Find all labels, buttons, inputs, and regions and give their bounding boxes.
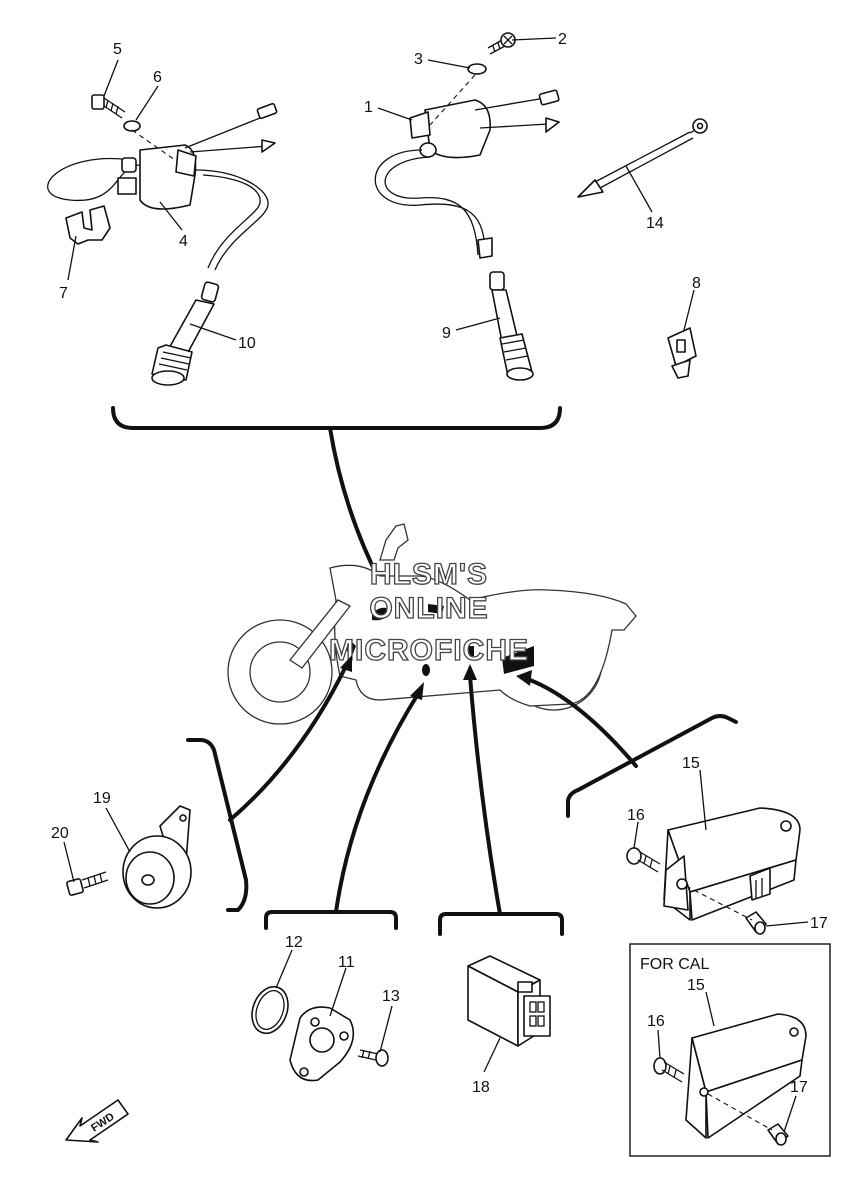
cdi-group-bracket (566, 714, 738, 818)
assembly-dash-17 (685, 885, 753, 921)
ground-lead-14 (577, 118, 708, 198)
callout-5: 5 (113, 41, 122, 58)
callout-14: 14 (646, 215, 664, 232)
watermark-line1: HLSM'S (370, 558, 488, 591)
arrowhead-relay (463, 664, 477, 680)
motorcycle-outline (227, 523, 637, 725)
collar-17-cal (767, 1123, 789, 1146)
watermark-line2: ONLINE (369, 592, 488, 625)
horn-group-bracket (186, 738, 249, 912)
callout-3: 3 (414, 51, 423, 68)
callout-20: 20 (51, 825, 69, 842)
callout-10: 10 (238, 335, 256, 352)
callout-17: 17 (810, 915, 828, 932)
leader-sensor (334, 692, 420, 914)
bolt-5 (91, 94, 126, 119)
ignition-coil-left (47, 102, 278, 271)
callout-8: 8 (692, 275, 701, 292)
horn-19 (122, 805, 192, 909)
arrowhead-cdi (516, 670, 532, 686)
callout-11: 11 (338, 954, 355, 971)
ignition-coil-right (374, 89, 560, 259)
callout-2: 2 (558, 31, 567, 48)
washer-6 (123, 120, 141, 132)
assembly-dash-3 (429, 74, 476, 126)
grommet-8 (667, 327, 697, 379)
marker-relay (466, 646, 474, 656)
spark-plug-cap-left (151, 281, 220, 386)
washer-3 (467, 63, 487, 75)
screw-13 (357, 1049, 389, 1067)
relay-18 (467, 955, 551, 1047)
callout-7: 7 (59, 285, 68, 302)
collar-17 (745, 911, 767, 935)
cdi-unit-15-cal (685, 1013, 807, 1139)
callout-16: 16 (627, 807, 645, 824)
leader-relay (468, 674, 502, 916)
callout-16-cal: 16 (647, 1013, 665, 1030)
spark-plug-cap-right (489, 271, 534, 381)
leader-horn (228, 664, 348, 822)
watermark-line3: MICROFICHE (329, 634, 529, 667)
screw-16-cal (653, 1057, 685, 1083)
sensor-plate-11 (289, 1006, 355, 1082)
callout-18: 18 (472, 1079, 490, 1096)
marker-coil-right (428, 604, 444, 614)
arrowhead-horn (340, 655, 352, 672)
cdi-unit-15 (663, 807, 801, 921)
leader-cdi (528, 678, 638, 768)
callout-15: 15 (682, 755, 700, 772)
callout-1: 1 (364, 99, 373, 116)
fwd-arrow-icon: FWD (65, 1099, 129, 1143)
marker-horn (346, 640, 356, 656)
arrowhead-sensor (410, 682, 424, 700)
marker-coils (372, 607, 392, 621)
screw-16 (626, 847, 661, 873)
top-group-bracket (111, 406, 562, 430)
relay-group-bracket (438, 912, 564, 936)
clamp-7 (65, 205, 111, 245)
assembly-dash-17-cal (707, 1093, 773, 1131)
marker-sensor (422, 664, 430, 676)
callout-4: 4 (179, 233, 188, 250)
o-ring-12 (251, 985, 289, 1035)
callout-17-cal: 17 (790, 1079, 808, 1096)
callout-leaders (63, 37, 809, 1133)
callout-15-cal: 15 (687, 977, 705, 994)
callout-9: 9 (442, 325, 451, 342)
callout-13: 13 (382, 988, 400, 1005)
for-cal-label: FOR CAL (640, 956, 709, 973)
callout-19: 19 (93, 790, 111, 807)
callout-12: 12 (285, 934, 303, 951)
screw-2 (487, 32, 516, 55)
marker-cdi (502, 646, 534, 674)
callout-6: 6 (153, 69, 162, 86)
sensor-group-bracket (264, 910, 398, 930)
